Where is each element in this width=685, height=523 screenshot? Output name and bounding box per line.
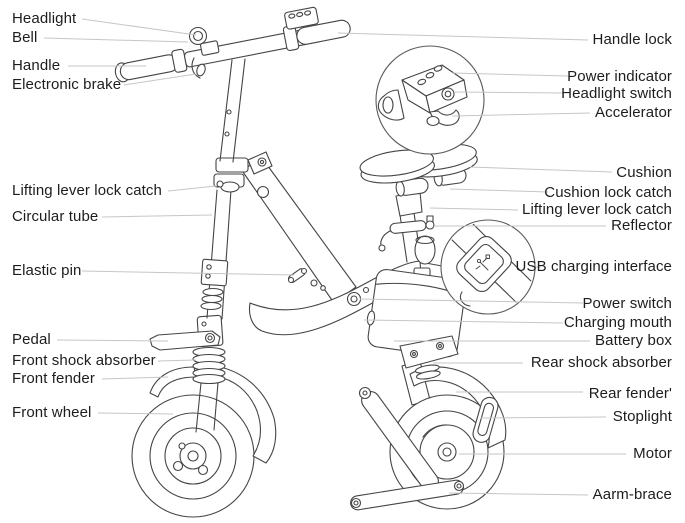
scooter-art (114, 6, 536, 518)
charging-mouth-drawing (366, 310, 376, 326)
label-power-indicator: Power indicator (567, 68, 672, 85)
leader-headlight-switch (454, 91, 564, 94)
leader-power-switch (359, 298, 584, 304)
label-headlight-switch: Headlight switch (561, 85, 672, 102)
leader-handle-lock (337, 32, 589, 41)
front-fork (195, 382, 219, 433)
power-switch-drawing (346, 291, 362, 307)
brake-lever (191, 57, 201, 79)
label-charging-mouth: Charging mouth (563, 314, 672, 331)
label-reflector: Reflector (611, 217, 672, 234)
leader-electronic-brake (123, 73, 197, 86)
rear-shock-drawing (399, 335, 459, 380)
label-power-switch: Power switch (582, 295, 672, 312)
label-handle-lock: Handle lock (592, 31, 672, 48)
usb-callout (440, 219, 536, 315)
label-handle: Handle (12, 57, 61, 74)
leader-circular-tube (101, 214, 213, 218)
folding-beam (242, 158, 357, 304)
leader-power-indicator (451, 72, 569, 77)
leader-front-fender (101, 376, 169, 380)
label-front-fender: Front fender (12, 370, 95, 387)
label-usb-charging-interface: USB charging interface (515, 258, 672, 275)
cushion-left (359, 149, 435, 184)
leader-stoplight (480, 416, 607, 419)
stem (219, 58, 246, 163)
stoplight-drawing (472, 396, 499, 443)
leader-lifting-lever-lock-catch-left (167, 185, 217, 192)
leader-lines (43, 18, 626, 496)
leader-charging-mouth (363, 319, 564, 324)
label-cushion: Cushion (616, 164, 672, 181)
leader-cushion (469, 166, 613, 173)
leader-front-wheel (97, 412, 174, 415)
throttle-callout (375, 45, 485, 155)
label-front-shock-absorber: Front shock absorber (12, 352, 156, 369)
left-grip (119, 54, 179, 81)
battery-box-drawing (346, 268, 467, 358)
label-battery-box: Battery box (595, 332, 672, 349)
label-stoplight: Stoplight (612, 408, 672, 425)
label-headlight: Headlight (12, 10, 77, 27)
label-electronic-brake: Electronic brake (12, 76, 122, 93)
label-pedal: Pedal (12, 331, 51, 348)
power-indicator-lights (417, 65, 443, 86)
label-lifting-lever-lock-catch-left: Lifting lever lock catch (12, 182, 162, 199)
label-lifting-lever-lock-catch-right: Lifting lever lock catch (522, 201, 672, 218)
elastic-pin-drawing (287, 267, 326, 291)
headlight-switch-drawing (441, 87, 455, 101)
usb-icon (475, 254, 490, 271)
leader-bell (43, 37, 189, 43)
leader-lifting-lever-lock-catch-right (429, 207, 519, 211)
bell-drawing (188, 26, 208, 46)
circular-tube-drawing (200, 189, 232, 320)
label-circular-tube: Circular tube (12, 208, 99, 225)
right-grip (296, 19, 351, 45)
headlight-drawing (200, 40, 220, 56)
leader-front-shock-absorber (157, 359, 197, 362)
label-elastic-pin: Elastic pin (12, 262, 82, 279)
leader-aarm-brace (448, 492, 589, 496)
label-aarm-brace: Aarm-brace (592, 486, 672, 503)
label-cushion-lock-catch: Cushion lock catch (544, 184, 672, 201)
label-accelerator: Accelerator (595, 104, 672, 121)
handlebar (114, 6, 351, 83)
leader-cushion-lock-catch (449, 188, 549, 193)
leader-elastic-pin (81, 270, 295, 276)
leader-accelerator (451, 112, 591, 117)
label-rear-fender: Rear fender' (588, 385, 672, 402)
label-front-wheel: Front wheel (12, 404, 92, 421)
label-motor: Motor (633, 445, 672, 462)
label-rear-shock-absorber: Rear shock absorber (530, 354, 672, 371)
pedal-drawing (149, 314, 224, 351)
rear-fender-drawing (409, 366, 507, 449)
leader-headlight (81, 18, 197, 36)
leader-pedal (56, 339, 169, 342)
arm-brace-bar (350, 479, 465, 511)
label-bell: Bell (12, 29, 38, 46)
hinge-lock-catch (213, 151, 273, 193)
front-shock-drawing (192, 346, 226, 385)
